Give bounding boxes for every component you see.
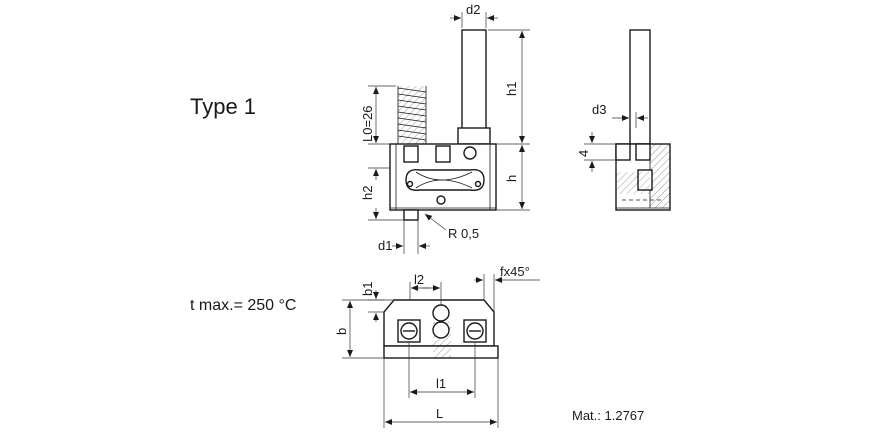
label-L: L [436, 406, 443, 421]
label-four: 4 [576, 150, 591, 157]
top-view: b1 l2 fx45° b l1 L [334, 264, 540, 428]
tmax-label: t max.= 250 °C [190, 297, 296, 314]
label-b: b [334, 328, 349, 335]
dowel-d1 [403, 209, 419, 221]
pin-rod [461, 29, 487, 143]
label-l1: l1 [436, 376, 446, 391]
label-d2: d2 [466, 2, 480, 17]
label-d3: d3 [592, 102, 606, 117]
label-h1: h1 [504, 82, 519, 96]
spring [397, 86, 427, 144]
side-pin-rod [629, 29, 651, 145]
pin-head [457, 127, 491, 145]
label-h2: h2 [360, 186, 375, 200]
type-label: Type 1 [190, 94, 256, 119]
material-label: Mat.: 1.2767 [572, 408, 644, 423]
label-fx45: fx45° [500, 264, 530, 279]
side-view: d3 4 [576, 29, 671, 211]
label-l0: L0=26 [360, 105, 375, 142]
front-view: d2 h1 h L0=26 h2 d1 R 0,5 [360, 2, 530, 254]
label-r: R 0,5 [448, 226, 479, 241]
label-h: h [504, 175, 519, 182]
label-b1: b1 [360, 282, 375, 296]
label-d1: d1 [378, 238, 392, 253]
label-l2: l2 [414, 272, 424, 287]
